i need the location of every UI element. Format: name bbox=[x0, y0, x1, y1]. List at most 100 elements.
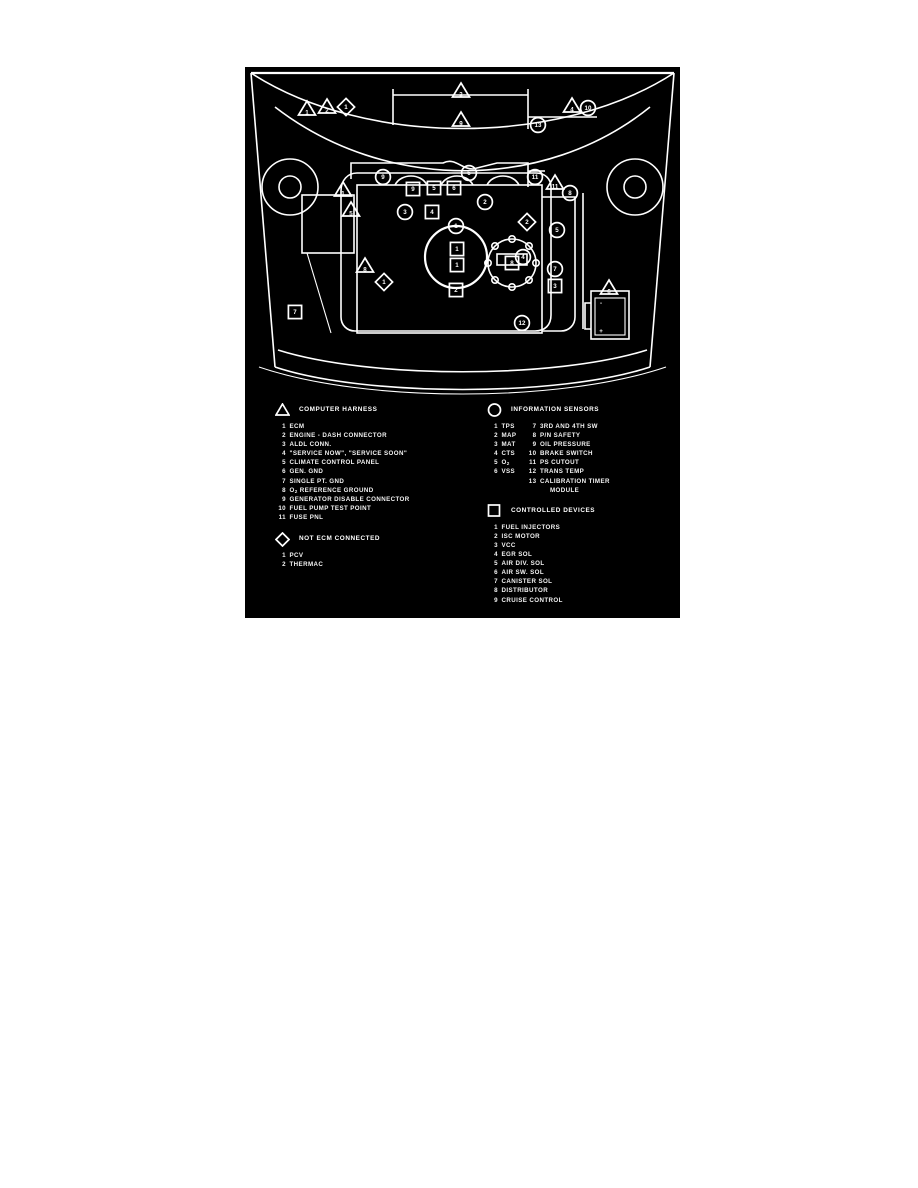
information-sensors-item-label: PS CUTOUT bbox=[539, 459, 580, 467]
circle-marker-12-label: 12 bbox=[519, 320, 526, 327]
computer-harness-item-label: SINGLE PT. GND bbox=[289, 477, 345, 485]
circle-marker-1[interactable]: 1 bbox=[447, 217, 465, 235]
diamond-marker-2[interactable]: 2 bbox=[517, 212, 537, 232]
diamond-marker-shape bbox=[374, 272, 394, 292]
triangle-marker-2[interactable]: 2 bbox=[316, 97, 338, 115]
square-marker-5-label: 5 bbox=[432, 185, 436, 192]
square-marker-8[interactable]: 8 bbox=[504, 255, 520, 271]
engine-compartment-diagram: .ln { fill: none; stroke: #ffffff; strok… bbox=[250, 71, 675, 395]
square-marker-6[interactable]: 6 bbox=[446, 180, 462, 196]
controlled-devices-item-label: AIR SW. SOL bbox=[501, 569, 545, 577]
square-marker-3-label: 3 bbox=[553, 283, 557, 290]
circle-marker-6[interactable]: 6 bbox=[460, 164, 478, 182]
figure-panel: .ln { fill: none; stroke: #ffffff; strok… bbox=[245, 67, 680, 618]
circle-marker-10[interactable]: 10 bbox=[579, 99, 597, 117]
information-sensors-item-label: TPS bbox=[501, 423, 515, 430]
diamond-marker-1[interactable]: 1 bbox=[374, 272, 394, 292]
computer-harness-item-label: ALDL CONN. bbox=[289, 441, 332, 449]
controlled-devices-item-number: 7 bbox=[494, 578, 498, 586]
legend-heading-not-ecm-connected: NOT ECM CONNECTED bbox=[299, 535, 381, 543]
circle-marker-13[interactable]: 13 bbox=[529, 116, 547, 134]
information-sensors-item-number: 2 bbox=[494, 432, 498, 440]
triangle-marker-3[interactable]: 3 bbox=[450, 81, 472, 99]
throttle-body bbox=[423, 224, 489, 290]
square-marker-1[interactable]: 1 bbox=[449, 257, 465, 273]
controlled-devices-item-label: FUEL INJECTORS bbox=[501, 523, 561, 531]
square-marker-9-label: 9 bbox=[411, 186, 415, 193]
triangle-marker-9[interactable]: 9 bbox=[450, 110, 472, 128]
not-ecm-connected-item-number: 1 bbox=[282, 552, 286, 560]
circle-marker-3[interactable]: 3 bbox=[396, 203, 414, 221]
not-ecm-connected-item-number: 2 bbox=[282, 561, 286, 569]
circle-marker-11-label: 11 bbox=[532, 174, 539, 181]
right-component-rail bbox=[542, 193, 584, 332]
information-sensors-item-number: 5 bbox=[494, 459, 498, 467]
triangle-marker-4[interactable]: 4 bbox=[561, 96, 583, 114]
square-marker-4[interactable]: 4 bbox=[424, 204, 440, 220]
diamond-marker-1-label: 1 bbox=[382, 279, 386, 286]
triangle-marker-11[interactable]: 11 bbox=[544, 173, 566, 191]
circle-marker-9[interactable]: 9 bbox=[374, 168, 392, 186]
circle-marker-8[interactable]: 8 bbox=[561, 184, 579, 202]
square-marker-7[interactable]: 7 bbox=[287, 304, 303, 320]
triangle-marker-2-label: 2 bbox=[325, 108, 329, 115]
circle-marker-12[interactable]: 12 bbox=[513, 314, 531, 332]
not-ecm-connected-item-label: PCV bbox=[289, 552, 304, 560]
computer-harness-item-number: 1 bbox=[282, 423, 286, 430]
square-marker-9[interactable]: 9 bbox=[405, 181, 421, 197]
circle-marker-shape bbox=[548, 221, 566, 239]
controlled-devices-item-label: AIR DIV. SOL bbox=[501, 560, 545, 568]
square-marker-1-label: 1 bbox=[455, 262, 459, 269]
triangle-marker-shape bbox=[340, 200, 362, 217]
circle-marker-2[interactable]: 2 bbox=[476, 193, 494, 211]
triangle-marker-8[interactable]: 8 bbox=[354, 256, 376, 274]
battery: - + bbox=[584, 290, 630, 340]
controlled-devices-item-number: 2 bbox=[494, 532, 498, 540]
triangle-marker-shape bbox=[544, 173, 566, 190]
controlled-devices-item-number: 8 bbox=[494, 587, 498, 595]
circle-marker-7-label: 7 bbox=[553, 266, 557, 273]
circle-marker-7[interactable]: 7 bbox=[546, 260, 564, 278]
circle-marker-11[interactable]: 11 bbox=[526, 168, 544, 186]
square-marker-2[interactable]: 2 bbox=[448, 282, 464, 298]
computer-harness-item-label: O2 REFERENCE GROUND bbox=[289, 486, 374, 494]
information-sensors-item-label: VSS bbox=[501, 468, 516, 476]
information-sensors-item-number: 7 bbox=[532, 423, 537, 430]
diamond-marker-1[interactable]: 1 bbox=[336, 97, 356, 117]
triangle-marker-1[interactable]: 1 bbox=[296, 99, 318, 117]
triangle-marker-5[interactable]: 5 bbox=[340, 200, 362, 218]
computer-harness-item-number: 8 bbox=[282, 486, 286, 494]
triangle-marker-6[interactable]: 6 bbox=[598, 278, 620, 296]
circle-marker-5[interactable]: 5 bbox=[548, 221, 566, 239]
square-marker-1[interactable]: 1 bbox=[449, 241, 465, 257]
square-marker-shape bbox=[424, 204, 440, 220]
square-marker-4-label: 4 bbox=[430, 209, 434, 216]
controlled-devices-item-number: 6 bbox=[494, 569, 498, 577]
square-marker-8-label: 8 bbox=[510, 260, 514, 267]
information-sensors-item-label: TRANS TEMP bbox=[539, 468, 585, 476]
information-sensors-item-label: MODULE bbox=[549, 486, 580, 494]
square-marker-3[interactable]: 3 bbox=[547, 278, 563, 294]
circle-marker-shape bbox=[396, 203, 414, 221]
triangle-marker-1[interactable]: 1 bbox=[332, 180, 354, 198]
square-marker-5[interactable]: 5 bbox=[426, 180, 442, 196]
computer-harness-item-number: 11 bbox=[278, 513, 286, 521]
square-marker-shape bbox=[449, 257, 465, 273]
triangle-marker-shape bbox=[296, 99, 318, 116]
cowl-panels bbox=[392, 89, 597, 129]
